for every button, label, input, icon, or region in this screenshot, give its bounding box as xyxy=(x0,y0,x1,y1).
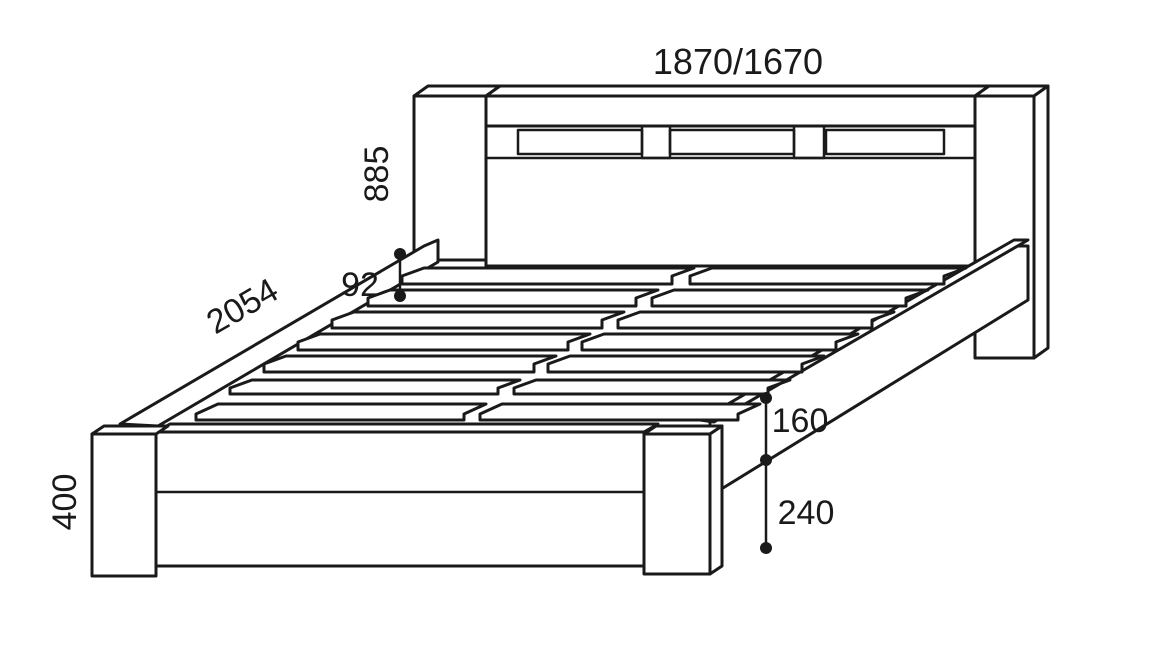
dim-floor-dot xyxy=(760,542,772,554)
dim-rail-bottom-dot xyxy=(760,454,772,466)
headboard-divider-1 xyxy=(640,124,672,160)
footboard-left-post-top xyxy=(90,424,170,436)
dim-slat-gap xyxy=(394,248,406,302)
dim-slat-gap-dot-bottom xyxy=(394,290,406,302)
footboard-panel xyxy=(154,430,646,568)
slat-right-5 xyxy=(616,310,896,330)
slat-left-3 xyxy=(262,354,558,374)
footboard-right-post xyxy=(642,432,712,576)
slat-left-4 xyxy=(296,332,592,352)
frame-height-label: 400 xyxy=(46,474,84,531)
dim-rail-top-dot xyxy=(760,392,772,404)
footboard xyxy=(90,422,724,578)
headboard-height-label: 885 xyxy=(358,146,396,203)
dim-slat-gap-dot-top xyxy=(394,248,406,260)
headboard-left-post xyxy=(412,94,488,262)
slat-right-7 xyxy=(688,266,968,286)
slat-right-4 xyxy=(580,332,860,352)
footboard-panel-top xyxy=(154,422,660,434)
slats xyxy=(194,266,968,422)
headboard-top-rail xyxy=(484,94,977,128)
slat-right-6 xyxy=(650,288,930,308)
slat-left-6 xyxy=(366,288,660,308)
slat-gap-label: 92 xyxy=(341,266,379,304)
length-label: 2054 xyxy=(200,271,285,342)
slat-left-5 xyxy=(330,310,626,330)
slat-left-1 xyxy=(194,402,488,422)
clearance-label: 240 xyxy=(778,494,835,532)
slat-left-7 xyxy=(400,266,696,286)
slat-left-2 xyxy=(228,378,522,396)
rail-height-label: 160 xyxy=(772,402,829,440)
headboard-top-rail-top xyxy=(484,84,991,98)
headboard-window-3 xyxy=(824,128,946,156)
footboard-left-post xyxy=(90,432,158,578)
slat-right-3 xyxy=(546,354,826,374)
slat-right-1 xyxy=(478,402,762,422)
slat-right-2 xyxy=(512,378,792,396)
width-label: 1870/1670 xyxy=(653,41,823,82)
headboard-right-post-side xyxy=(1032,84,1050,360)
footboard-right-post-side xyxy=(708,424,724,576)
headboard-panel xyxy=(484,124,977,268)
headboard-divider-2 xyxy=(792,124,826,160)
dim-vertical-right xyxy=(760,392,772,554)
